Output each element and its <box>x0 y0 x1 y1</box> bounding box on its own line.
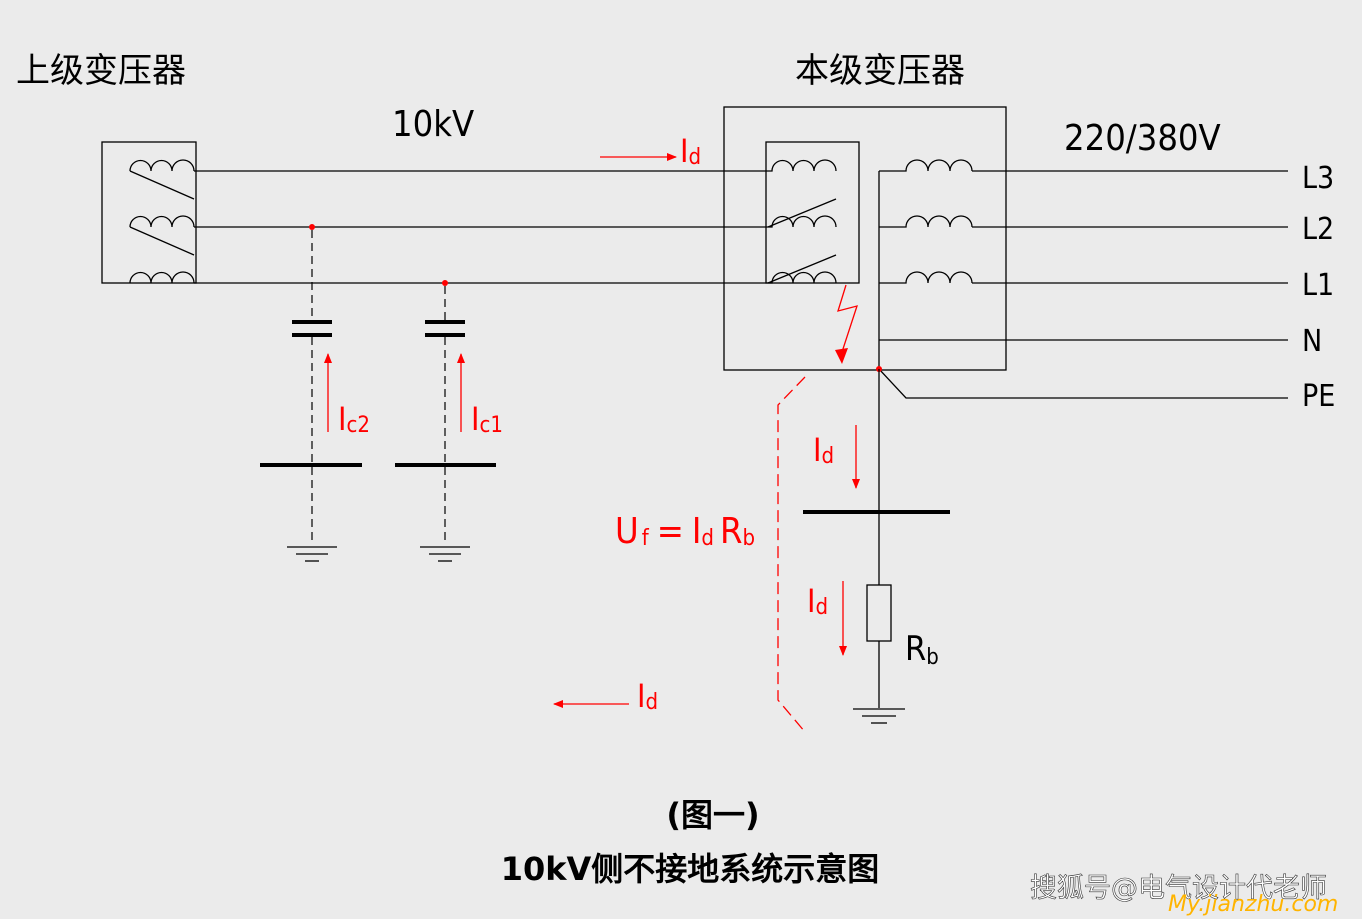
junction-dot <box>442 280 448 286</box>
upper-transformer-label: 上级变压器 <box>16 51 186 91</box>
local-primary-coils <box>766 159 837 284</box>
capacitance-branch-c2 <box>260 224 362 562</box>
upper-transformer-box <box>101 141 197 284</box>
hv-lines <box>194 170 766 284</box>
lv-line-pe <box>878 368 1288 399</box>
lv-voltage-label: 220/380V <box>1064 118 1221 159</box>
local-transformer <box>723 106 1007 371</box>
local-transformer-primary-box <box>765 141 860 284</box>
pe-label: PE <box>1302 379 1335 414</box>
local-secondary-coils <box>878 159 973 371</box>
caption-figure-number: (图一) <box>666 796 759 834</box>
ground-icon <box>287 546 337 562</box>
watermark-text: 搜狐号@电气设计代老师 <box>1030 873 1327 904</box>
local-transformer-outer-box <box>723 106 1007 371</box>
phase-l2-label: L2 <box>1302 212 1334 247</box>
upper-transformer <box>101 141 197 284</box>
lv-lines <box>878 170 1288 399</box>
current-id-label: Id <box>637 677 658 715</box>
current-ic2-label: Ic2 <box>338 400 370 438</box>
ground-icon <box>853 708 905 724</box>
upper-transformer-coil-3 <box>129 271 195 284</box>
junction-dot <box>309 224 315 230</box>
fault-lightning-icon <box>837 284 858 353</box>
neutral-grounding <box>803 366 950 724</box>
neutral-label: N <box>1302 324 1322 359</box>
current-ic1-label: Ic1 <box>471 400 503 438</box>
upper-transformer-coil-2 <box>129 215 195 256</box>
local-transformer-label: 本级变压器 <box>795 51 965 91</box>
fault-annotations <box>324 153 860 733</box>
rb-label: Rb <box>905 629 939 670</box>
black-labels: 上级变压器 本级变压器 10kV 220/380V L3 L2 L1 N PE … <box>16 51 1335 670</box>
ground-icon <box>420 546 470 562</box>
watermark: 搜狐号@电气设计代老师 My.jianzhu.com <box>1030 873 1339 917</box>
watermark-url: My.jianzhu.com <box>1168 892 1338 917</box>
current-id-label: Id <box>807 582 828 620</box>
hv-voltage-label: 10kV <box>392 104 474 145</box>
caption: (图一) 10kV侧不接地系统示意图 <box>501 796 880 888</box>
caption-title: 10kV侧不接地系统示意图 <box>501 850 880 888</box>
potential-boundary <box>777 376 806 733</box>
capacitance-branch-c1 <box>395 280 496 562</box>
current-id-label: Id <box>813 431 834 469</box>
grounding-resistor <box>866 584 892 642</box>
phase-l1-label: L1 <box>1302 268 1334 303</box>
current-id-label: Id <box>680 132 701 170</box>
phase-l3-label: L3 <box>1302 161 1334 196</box>
upper-transformer-coil-1 <box>129 159 195 200</box>
